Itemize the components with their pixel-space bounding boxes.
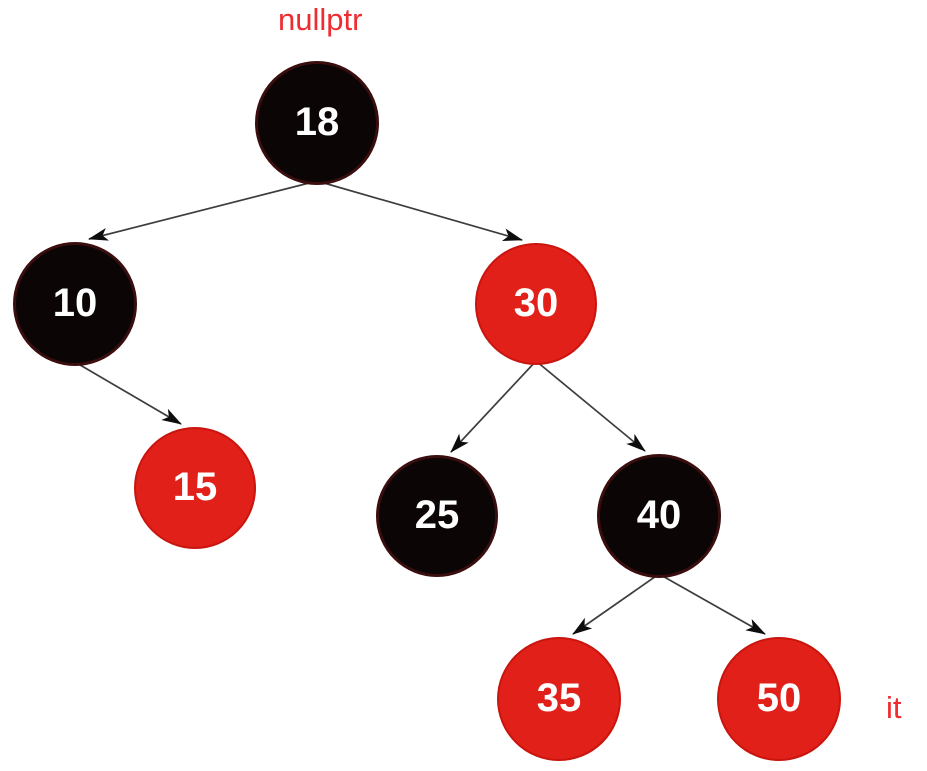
tree-node-35: 35 bbox=[497, 637, 621, 761]
edge-10-15 bbox=[74, 361, 182, 425]
edge-30-40 bbox=[535, 360, 646, 452]
edge-group bbox=[74, 180, 766, 635]
node-value: 25 bbox=[414, 493, 460, 537]
it-label: it bbox=[886, 690, 902, 725]
tree-node-30: 30 bbox=[475, 243, 597, 365]
tree-node-25: 25 bbox=[376, 455, 498, 577]
edge-40-35 bbox=[572, 573, 660, 635]
edge-40-50 bbox=[658, 573, 766, 635]
tree-node-10: 10 bbox=[13, 242, 137, 366]
node-value: 50 bbox=[756, 676, 802, 720]
edge-30-25 bbox=[450, 360, 537, 453]
tree-node-18: 18 bbox=[255, 61, 379, 185]
nullptr-label: nullptr bbox=[278, 2, 363, 37]
node-value: 15 bbox=[172, 465, 218, 509]
edge-18-30 bbox=[316, 180, 523, 241]
node-value: 10 bbox=[52, 281, 98, 325]
tree-node-40: 40 bbox=[597, 454, 721, 578]
node-value: 40 bbox=[636, 493, 682, 537]
node-value: 30 bbox=[513, 281, 559, 325]
tree-node-50: 50 bbox=[717, 637, 841, 761]
edge-18-10 bbox=[88, 180, 318, 241]
node-value: 35 bbox=[536, 676, 582, 720]
node-value: 18 bbox=[294, 100, 340, 144]
tree-node-15: 15 bbox=[134, 427, 256, 549]
